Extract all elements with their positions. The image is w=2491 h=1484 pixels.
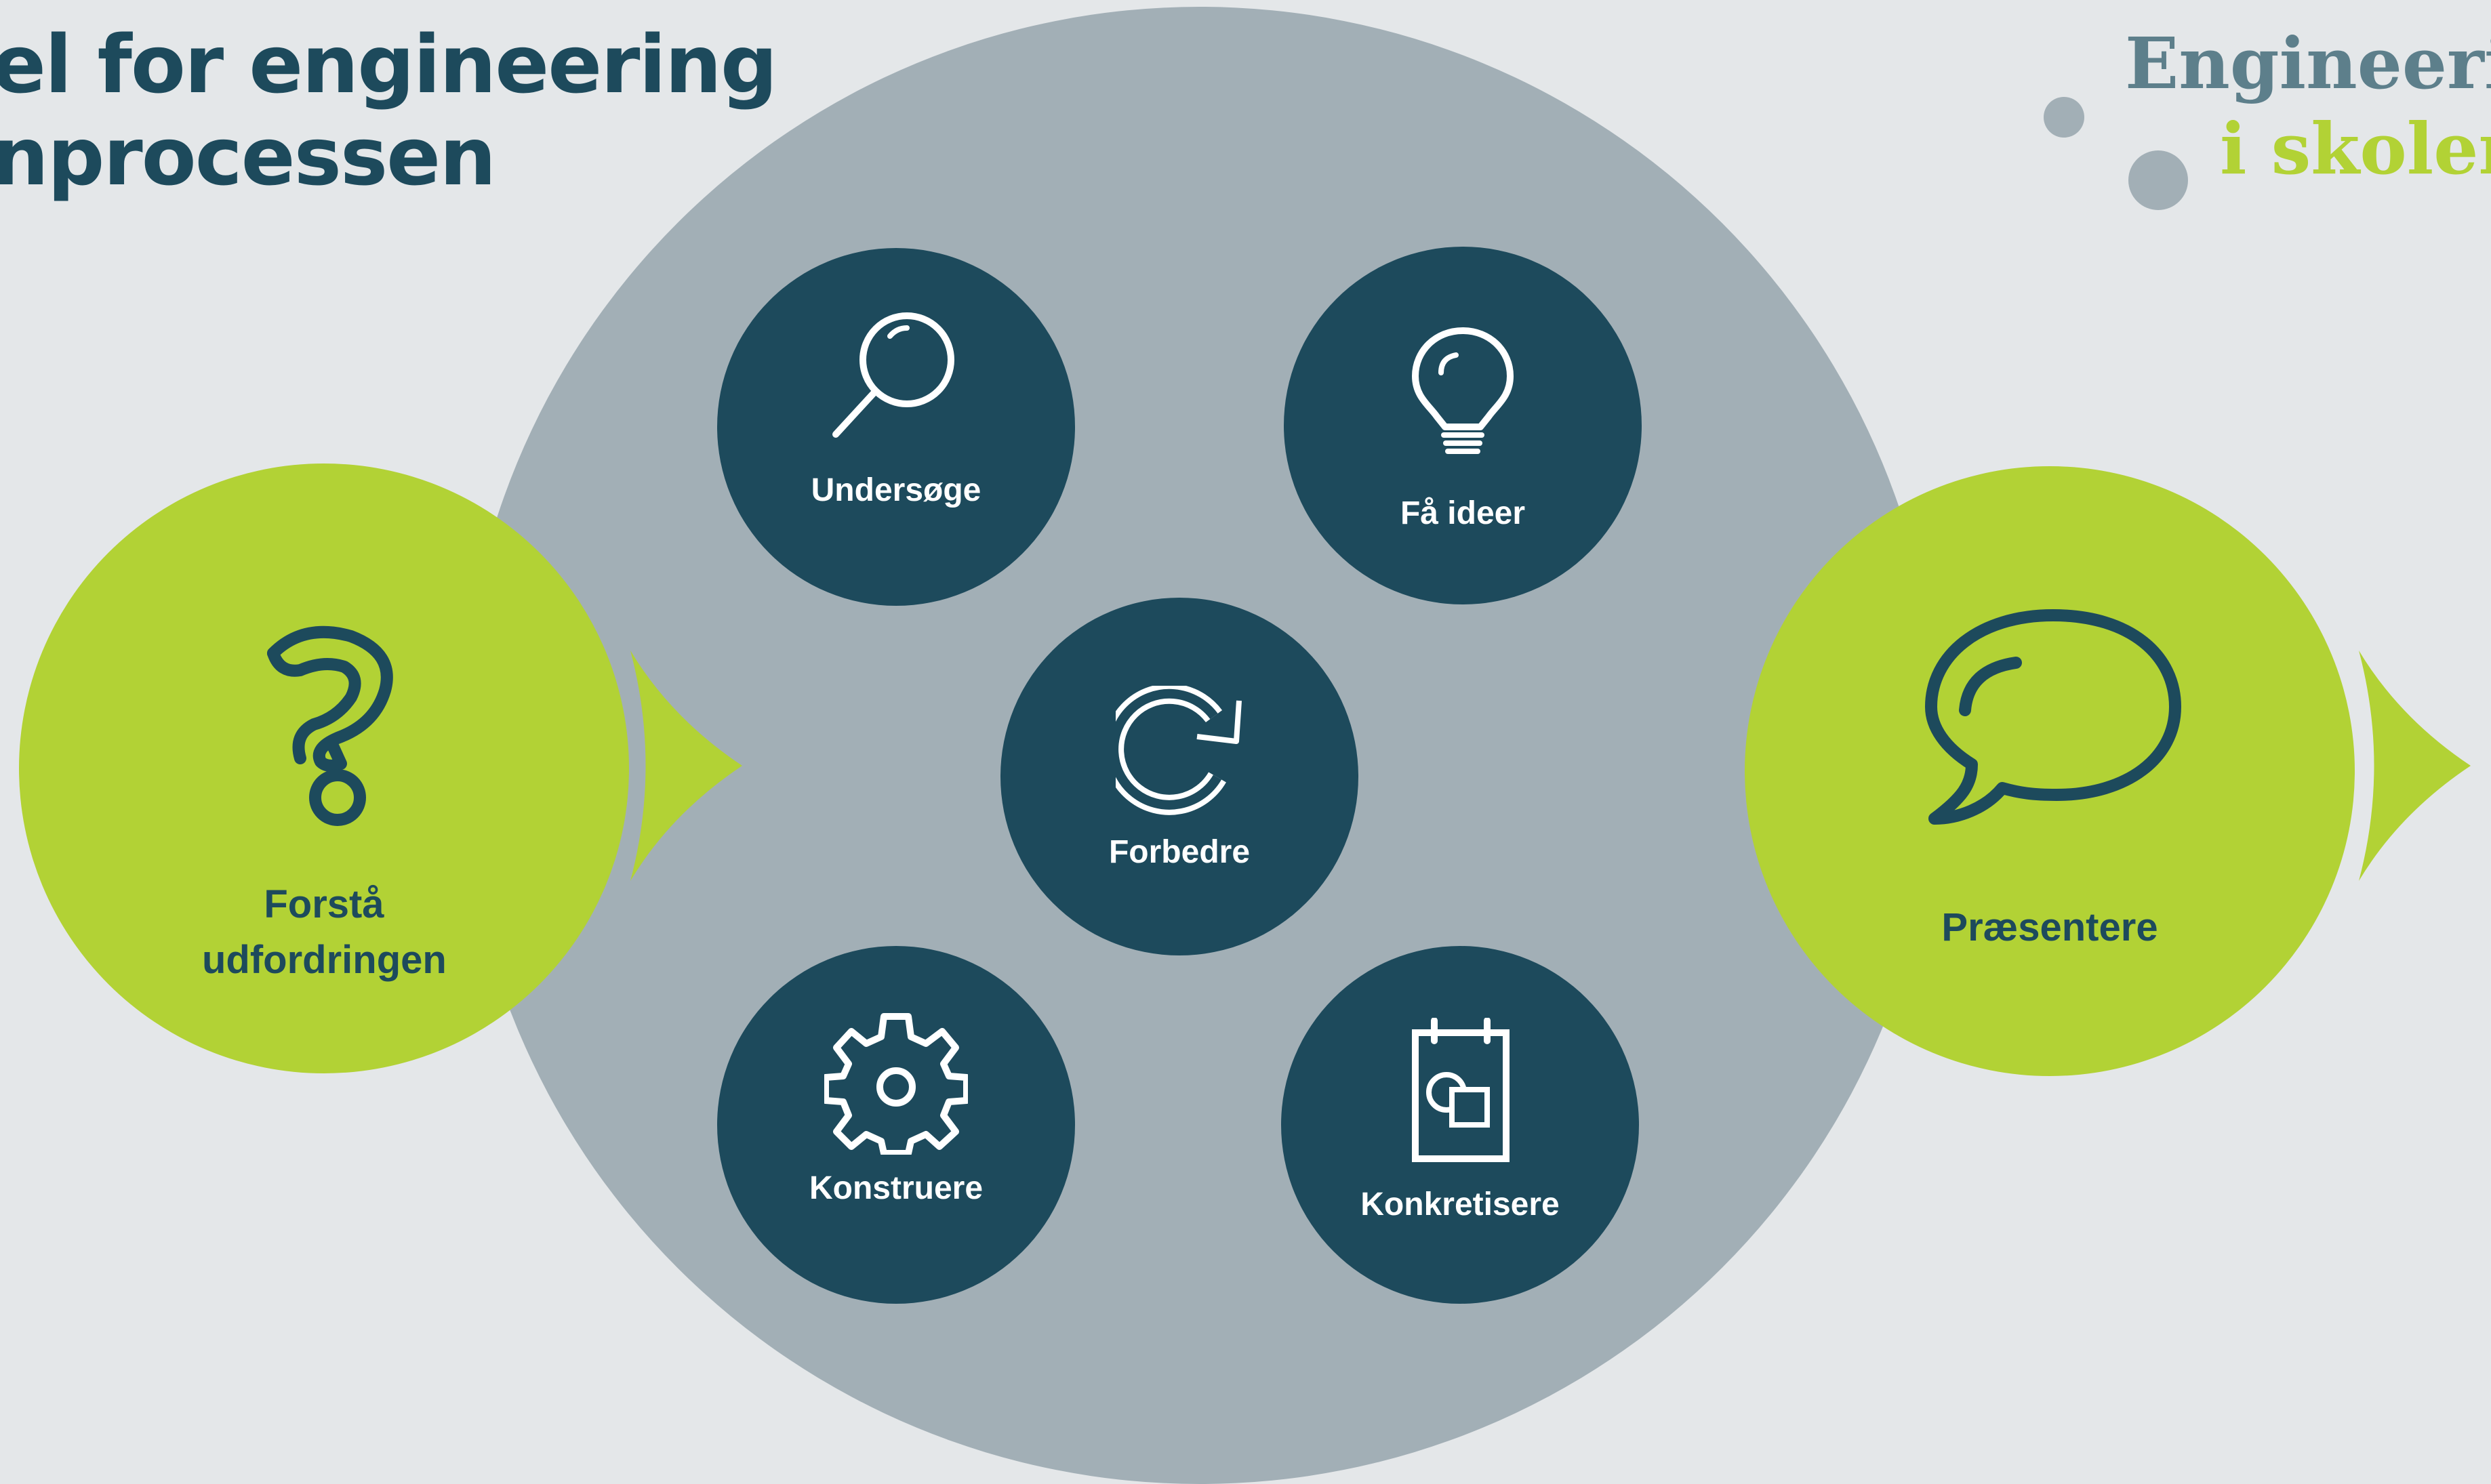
step-concretize-circle: Konkretisere: [1281, 946, 1639, 1304]
step-understand-circle: Forstå udfordringen: [19, 463, 629, 1073]
step-concretize-label: Konkretisere: [1360, 1187, 1560, 1222]
step-present-circle: Præsentere: [1745, 466, 2355, 1076]
step-construct-label: Konstruere: [809, 1170, 984, 1206]
step-construct-circle: Konstruere: [717, 946, 1075, 1304]
chevron-right-icon-right: [2359, 651, 2471, 881]
diagram-title-line-2: nprocessen: [0, 110, 496, 203]
light-bulb-icon: [1412, 327, 1514, 454]
step-ideas-label: Få ideer: [1400, 495, 1526, 531]
logo-dot-large: [2128, 150, 2188, 210]
step-investigate-label: Undersøge: [811, 472, 981, 508]
refresh-arrow-icon: [1116, 686, 1242, 815]
logo-dot-small: [2044, 97, 2084, 138]
step-present-label: Præsentere: [1941, 905, 2158, 949]
speech-bubble-icon: [1925, 609, 2181, 825]
chevron-right-icon-left: [630, 651, 742, 881]
logo-text-i-skolen: i skolen: [2220, 107, 2491, 190]
magnifying-glass-icon: [832, 312, 954, 438]
sketch-notepad-icon: [1412, 1018, 1510, 1162]
question-mark-icon: [267, 625, 393, 826]
step-investigate-circle: Undersøge: [717, 248, 1075, 606]
step-improve-circle: Forbedre: [1000, 598, 1358, 955]
step-ideas-circle: Få ideer: [1284, 247, 1642, 604]
step-understand-label: Forstå udfordringen: [202, 882, 447, 982]
diagram-title-line-1: el for engineering: [0, 18, 777, 111]
step-improve-label: Forbedre: [1108, 834, 1251, 870]
logo-text-engineering: Engineering: [2125, 22, 2491, 105]
gear-icon: [824, 1013, 968, 1155]
